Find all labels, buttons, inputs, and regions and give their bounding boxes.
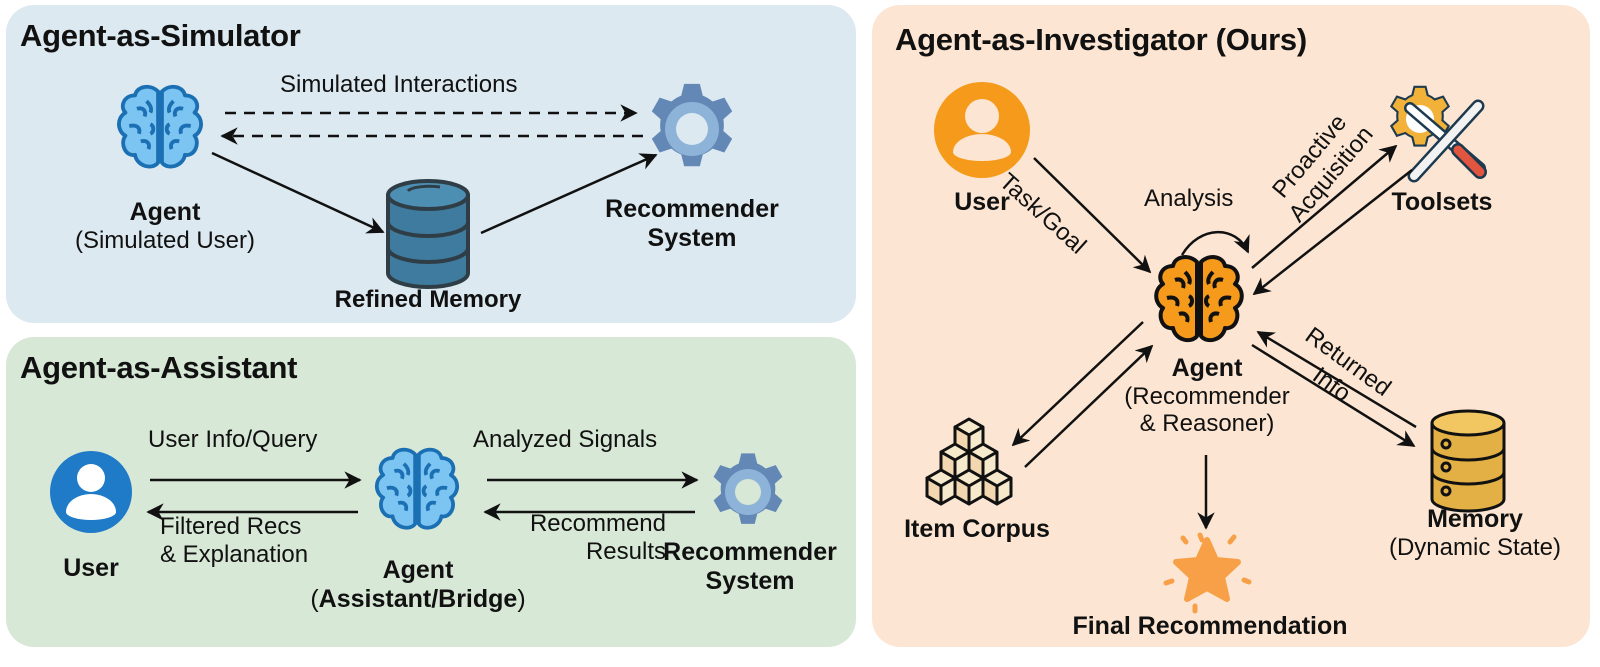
brain-icon: [117, 84, 203, 169]
analysis-loop-arrow: [1180, 230, 1250, 256]
filtered-recs-line-2: & Explanation: [160, 540, 309, 568]
edge-label-user-info-query: User Info/Query: [148, 426, 318, 453]
agent-role: Assistant/Bridge: [318, 584, 518, 613]
user-label: User: [63, 554, 119, 582]
brain-icon: [1154, 255, 1244, 343]
memory-name: Memory: [1427, 505, 1523, 533]
memory-to-recsys-arrow: [480, 153, 658, 235]
brain-icon: [374, 447, 460, 530]
agent-to-corpus-arrow: [1011, 321, 1144, 447]
agent-name: Agent: [382, 556, 454, 584]
agent-role-line-1: (Recommender: [1124, 382, 1290, 410]
recsys-line-2: System: [647, 223, 737, 252]
recommend-results-line-1: Recommend: [529, 510, 666, 537]
panel-title: Agent-as-Investigator (Ours): [895, 22, 1307, 57]
edge-label-analysis: Analysis: [1144, 185, 1234, 212]
edge-label-simulated-interactions: Simulated Interactions: [280, 71, 518, 98]
memory-to-agent-arrow: [1256, 330, 1417, 429]
corpus-to-agent-arrow: [1024, 344, 1154, 468]
agent-to-memory-arrow: [211, 151, 385, 234]
agent-to-memory-arrow: [1251, 343, 1416, 448]
panel-title: Agent-as-Simulator: [20, 18, 301, 53]
panel-title: Agent-as-Assistant: [20, 350, 298, 385]
agent-label: Agent (Assistant/Bridge): [298, 556, 538, 614]
agent-name: Agent: [1171, 354, 1243, 382]
toolsets-label: Toolsets: [1391, 188, 1493, 216]
memory-database-icon: [1430, 409, 1506, 513]
memory-sub: (Dynamic State): [1388, 533, 1562, 561]
paren-open: (: [310, 584, 319, 613]
final-recommendation-label: Final Recommendation: [1072, 612, 1348, 640]
toolsets-to-agent-arrow: [1252, 169, 1413, 296]
refined-memory-label: Refined Memory: [334, 286, 522, 313]
agent-label: Agent (Recommender & Reasoner): [1082, 354, 1332, 438]
edge-label-analyzed-signals: Analyzed Signals: [473, 426, 658, 453]
item-corpus-icon: [925, 417, 1013, 506]
agent-role: (Simulated User): [74, 226, 256, 254]
gear-icon: [651, 83, 733, 167]
agent-role-line-2: & Reasoner): [1139, 410, 1275, 438]
paren-close: ): [517, 584, 526, 613]
agent-label: Agent (Simulated User): [55, 198, 275, 254]
user-icon: [934, 82, 1030, 178]
agent-name: Agent: [129, 198, 201, 226]
toolsets-icon: [1390, 85, 1487, 183]
recsys-line-1: Recommender: [663, 538, 837, 566]
memory-label: Memory (Dynamic State): [1360, 505, 1590, 561]
user-to-agent-arrow: [1033, 157, 1152, 274]
edge-label-recommend-results: Recommend Results: [498, 510, 666, 565]
recommender-system-label: Recommender System: [582, 195, 802, 253]
edge-label-filtered-recs: Filtered Recs & Explanation: [160, 513, 308, 568]
gear-icon: [713, 453, 783, 524]
item-corpus-label: Item Corpus: [904, 515, 1050, 543]
recommender-system-label: Recommender System: [640, 538, 860, 596]
recsys-line-2: System: [705, 566, 795, 595]
user-label: User: [954, 188, 1010, 216]
user-icon: [50, 451, 132, 533]
star-icon: [1163, 532, 1252, 614]
recommend-results-line-2: Results: [585, 537, 666, 565]
agent-to-toolsets-arrow: [1251, 144, 1398, 269]
database-icon: [386, 179, 470, 289]
recsys-line-1: Recommender: [605, 195, 779, 223]
filtered-recs-line-1: Filtered Recs: [160, 513, 302, 540]
